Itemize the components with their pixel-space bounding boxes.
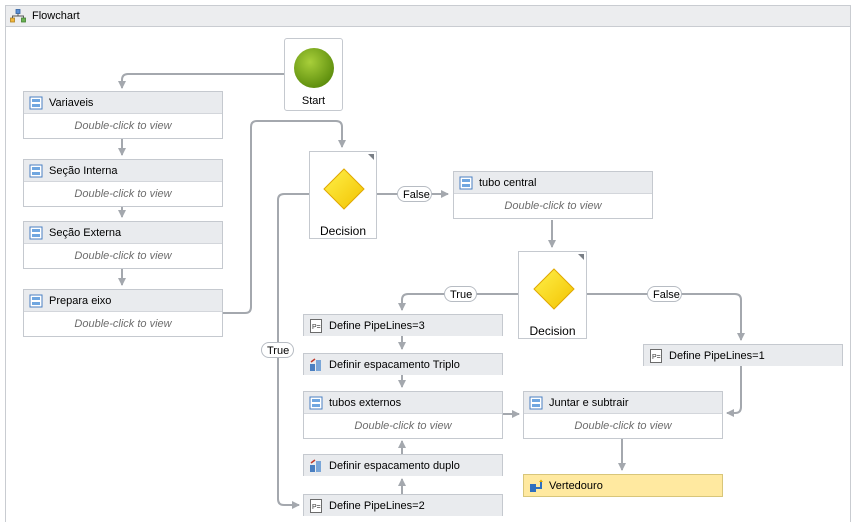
activity-header: Seção Externa: [24, 222, 222, 244]
invoke-method-icon: [310, 458, 321, 472]
activity-title: Definir espacamento duplo: [329, 459, 460, 472]
svg-text:P=: P=: [312, 504, 321, 511]
start-label: Start: [301, 95, 326, 107]
designer-title: Flowchart: [32, 10, 80, 22]
activity-definir-espacamento-duplo[interactable]: Definir espacamento duplo: [303, 454, 503, 476]
activity-header: P= Define PipeLines=3: [304, 315, 502, 336]
sequence-icon: [309, 396, 323, 409]
activity-juntar-e-subtrair[interactable]: Juntar e subtrair Double-click to view: [523, 391, 723, 439]
activity-title: Definir espacamento Triplo: [329, 358, 460, 371]
activity-header: P= Define PipeLines=1: [644, 345, 842, 366]
invoke-workflow-icon: [530, 479, 543, 492]
connector-label-true[interactable]: True: [261, 342, 294, 358]
collapse-corner-icon: [578, 254, 584, 260]
activity-hint: Double-click to view: [74, 120, 172, 132]
connector-label-false[interactable]: False: [647, 286, 682, 302]
activity-tubos-externos[interactable]: tubos externos Double-click to view: [303, 391, 503, 439]
activity-header: Juntar e subtrair: [524, 392, 722, 414]
activity-header: Variaveis: [24, 92, 222, 114]
connector-label-false[interactable]: False: [397, 186, 432, 202]
activity-title: Seção Externa: [49, 226, 122, 239]
activity-header: tubos externos: [304, 392, 502, 414]
decision-node-1[interactable]: Decision: [309, 151, 377, 239]
activity-title: Variaveis: [49, 96, 94, 109]
activity-title: Juntar e subtrair: [549, 396, 629, 409]
activity-title: Define PipeLines=2: [329, 499, 425, 512]
activity-definir-espacamento-triplo[interactable]: Definir espacamento Triplo: [303, 353, 503, 375]
activity-secao-externa[interactable]: Seção Externa Double-click to view: [23, 221, 223, 269]
start-circle-icon: [294, 48, 334, 88]
activity-vertedouro[interactable]: Vertedouro: [523, 474, 723, 497]
assign-icon: P=: [650, 348, 662, 363]
activity-title: tubos externos: [329, 396, 402, 409]
activity-title: Define PipeLines=1: [669, 349, 765, 362]
flowchart-icon: [10, 9, 26, 23]
invoke-method-icon: [310, 357, 321, 371]
decision-node-2[interactable]: Decision: [518, 251, 587, 339]
svg-text:P=: P=: [312, 324, 321, 331]
collapse-corner-icon: [368, 154, 374, 160]
decision-diamond-icon: [533, 268, 575, 310]
activity-hint: Double-click to view: [74, 188, 172, 200]
start-node[interactable]: Start: [284, 38, 343, 111]
activity-define-pipelines-3[interactable]: P= Define PipeLines=3: [303, 314, 503, 336]
sequence-icon: [459, 176, 473, 189]
activity-header: Definir espacamento duplo: [304, 455, 502, 476]
activity-hint: Double-click to view: [74, 318, 172, 330]
designer-title-bar: Flowchart: [5, 5, 851, 27]
activity-prepara-eixo[interactable]: Prepara eixo Double-click to view: [23, 289, 223, 337]
activity-hint: Double-click to view: [574, 420, 672, 432]
activity-title: Define PipeLines=3: [329, 319, 425, 332]
activity-header: Prepara eixo: [24, 290, 222, 312]
svg-text:P=: P=: [652, 354, 661, 361]
activity-hint: Double-click to view: [504, 200, 602, 212]
activity-define-pipelines-1[interactable]: P= Define PipeLines=1: [643, 344, 843, 366]
activity-title: tubo central: [479, 176, 537, 189]
activity-header: Vertedouro: [524, 475, 722, 496]
activity-define-pipelines-2[interactable]: P= Define PipeLines=2: [303, 494, 503, 516]
activity-hint: Double-click to view: [354, 420, 452, 432]
activity-variaveis[interactable]: Variaveis Double-click to view: [23, 91, 223, 139]
assign-icon: P=: [310, 498, 322, 513]
activity-tubo-central[interactable]: tubo central Double-click to view: [453, 171, 653, 219]
activity-secao-interna[interactable]: Seção Interna Double-click to view: [23, 159, 223, 207]
activity-header: tubo central: [454, 172, 652, 194]
sequence-icon: [29, 96, 43, 109]
activity-title: Prepara eixo: [49, 294, 112, 307]
decision-diamond-icon: [323, 168, 365, 210]
activity-header: Definir espacamento Triplo: [304, 354, 502, 375]
assign-icon: P=: [310, 318, 322, 333]
activity-title: Seção Interna: [49, 164, 118, 177]
activity-title: Vertedouro: [549, 479, 603, 492]
sequence-icon: [529, 396, 543, 409]
decision-label: Decision: [319, 224, 367, 238]
connector-label-true[interactable]: True: [444, 286, 477, 302]
activity-header: P= Define PipeLines=2: [304, 495, 502, 516]
activity-hint: Double-click to view: [74, 250, 172, 262]
sequence-icon: [29, 294, 43, 307]
decision-label: Decision: [529, 324, 576, 338]
activity-header: Seção Interna: [24, 160, 222, 182]
sequence-icon: [29, 226, 43, 239]
sequence-icon: [29, 164, 43, 177]
